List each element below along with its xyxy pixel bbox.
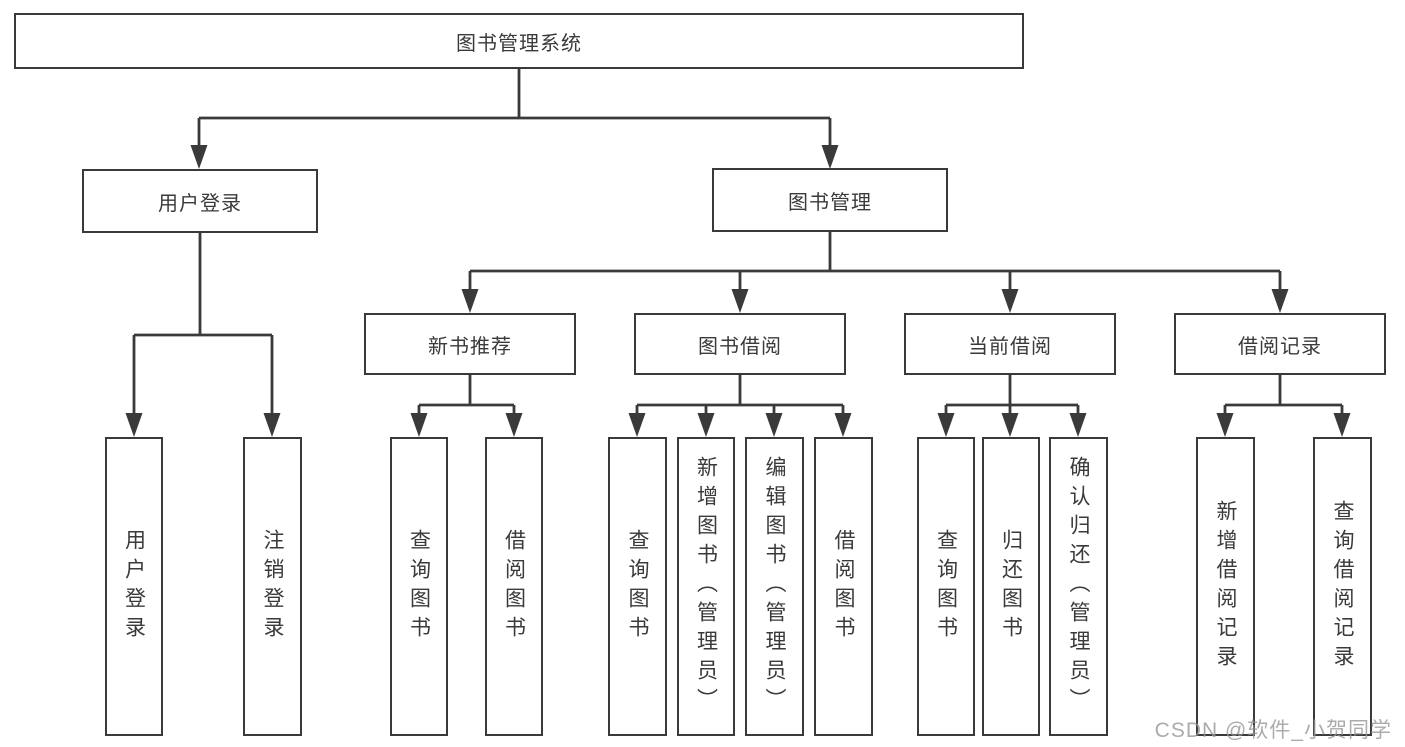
node-new-book: 新书推荐 [364, 313, 576, 375]
leaf-records-add: 新增借阅记录 [1196, 437, 1255, 736]
connector-root-to-level2 [190, 69, 839, 169]
node-borrow-records: 借阅记录 [1174, 313, 1386, 375]
node-book-mgmt-branch-label: 图书管理 [788, 191, 872, 214]
connector-user-login-branch [125, 233, 281, 437]
node-borrow-records-label: 借阅记录 [1238, 335, 1322, 358]
leaf-borrow-query-label: 查询图书 [626, 528, 649, 645]
leaf-records-query-label: 查询借阅记录 [1331, 499, 1354, 674]
leaf-current-query-label: 查询图书 [934, 528, 958, 645]
leaf-current-confirm: 确认归还（管理员） [1049, 437, 1108, 736]
node-user-login-branch-label: 用户登录 [158, 192, 242, 215]
leaf-newbook-borrow: 借阅图书 [485, 437, 543, 736]
connector-book-borrow-leaves [628, 375, 852, 437]
leaf-borrow-edit: 编辑图书（管理员） [745, 437, 804, 736]
leaf-user-login-label: 用户登录 [122, 528, 146, 645]
node-book-borrow-label: 图书借阅 [698, 335, 782, 358]
leaf-borrow-borrow: 借阅图书 [814, 437, 873, 736]
leaf-user-login: 用户登录 [105, 437, 163, 736]
node-current-borrow: 当前借阅 [904, 313, 1116, 375]
connector-borrow-records-leaves [1216, 375, 1351, 437]
node-new-book-label: 新书推荐 [428, 335, 512, 358]
leaf-borrow-edit-label: 编辑图书（管理员） [763, 456, 786, 717]
node-root: 图书管理系统 [14, 13, 1024, 69]
connector-book-mgmt-branch [461, 232, 1289, 313]
leaf-borrow-add: 新增图书（管理员） [677, 437, 735, 736]
leaf-current-return-label: 归还图书 [999, 528, 1023, 645]
leaf-borrow-borrow-label: 借阅图书 [832, 528, 855, 645]
connector-current-borrow-leaves [937, 375, 1087, 437]
node-book-mgmt-branch: 图书管理 [712, 168, 948, 232]
leaf-logout-label: 注销登录 [261, 528, 284, 645]
leaf-newbook-query: 查询图书 [390, 437, 448, 736]
leaf-borrow-query: 查询图书 [608, 437, 667, 736]
leaf-current-query: 查询图书 [917, 437, 975, 736]
node-current-borrow-label: 当前借阅 [968, 335, 1052, 358]
leaf-records-add-label: 新增借阅记录 [1214, 499, 1237, 674]
leaf-records-query: 查询借阅记录 [1313, 437, 1372, 736]
leaf-newbook-borrow-label: 借阅图书 [502, 528, 526, 645]
leaf-current-confirm-label: 确认归还（管理员） [1067, 456, 1090, 717]
leaf-borrow-add-label: 新增图书（管理员） [694, 456, 718, 717]
node-root-label: 图书管理系统 [456, 32, 582, 55]
watermark: CSDN @软件_小贺同学 [1154, 719, 1392, 742]
leaf-logout: 注销登录 [243, 437, 302, 736]
connector-new-book-leaves [410, 375, 523, 437]
node-book-borrow: 图书借阅 [634, 313, 846, 375]
leaf-current-return: 归还图书 [982, 437, 1040, 736]
node-user-login-branch: 用户登录 [82, 169, 318, 233]
leaf-newbook-query-label: 查询图书 [407, 528, 431, 645]
